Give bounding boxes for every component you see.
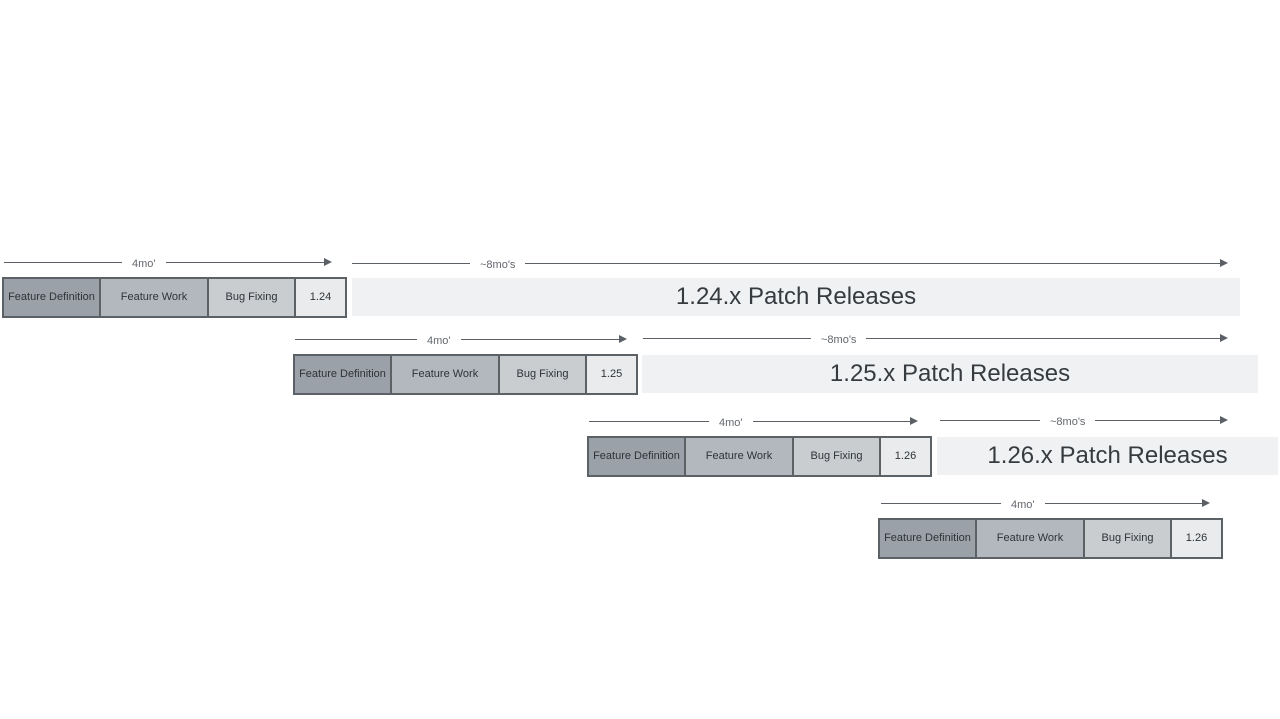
phase-box-feature-work: Feature Work: [99, 277, 209, 318]
phase-boxes-1-26: Feature Definition Feature Work Bug Fixi…: [587, 436, 932, 477]
arrow-line: [352, 262, 470, 264]
patch-duration-label: ~8mo's: [1050, 416, 1086, 428]
version-box: 1.24: [294, 277, 347, 318]
patch-duration-arrow-1-24: ~8mo's: [352, 255, 1228, 271]
patch-releases-bar-1-25: 1.25.x Patch Releases: [642, 355, 1258, 393]
patch-duration-label: ~8mo's: [821, 334, 857, 346]
arrow-line: [460, 338, 620, 340]
arrow-line: [295, 338, 417, 340]
arrowhead-right-icon: [619, 335, 627, 343]
dev-duration-label: 4mo': [427, 335, 451, 347]
arrow-line: [752, 420, 911, 422]
phase-box-feature-definition: Feature Definition: [293, 354, 392, 395]
arrow-line: [525, 262, 1221, 264]
dev-duration-label: 4mo': [719, 417, 743, 429]
phase-boxes-1-24: Feature Definition Feature Work Bug Fixi…: [2, 277, 347, 318]
arrowhead-right-icon: [1220, 259, 1228, 267]
dev-duration-arrow-1-25: 4mo': [295, 331, 627, 347]
phase-box-bug-fixing: Bug Fixing: [792, 436, 881, 477]
phase-box-feature-work: Feature Work: [390, 354, 500, 395]
patch-releases-bar-1-24: 1.24.x Patch Releases: [352, 278, 1240, 316]
patch-duration-label: ~8mo's: [480, 259, 516, 271]
arrow-line: [643, 337, 811, 339]
dev-duration-arrow-1-26: 4mo': [589, 413, 918, 429]
version-box: 1.26: [1170, 518, 1223, 559]
patch-releases-bar-1-26: 1.26.x Patch Releases: [937, 437, 1278, 475]
arrowhead-right-icon: [1202, 499, 1210, 507]
phase-box-bug-fixing: Bug Fixing: [498, 354, 587, 395]
dev-duration-arrow-next: 4mo': [881, 495, 1210, 511]
dev-duration-label: 4mo': [1011, 499, 1035, 511]
arrow-line: [881, 502, 1001, 504]
patch-duration-arrow-1-26: ~8mo's: [940, 412, 1228, 428]
phase-box-feature-work: Feature Work: [975, 518, 1085, 559]
version-box: 1.26: [879, 436, 932, 477]
version-box: 1.25: [585, 354, 638, 395]
phase-box-feature-definition: Feature Definition: [878, 518, 977, 559]
phase-box-feature-work: Feature Work: [684, 436, 794, 477]
dev-duration-arrow-1-24: 4mo': [4, 254, 332, 270]
arrow-line: [940, 419, 1040, 421]
patch-duration-arrow-1-25: ~8mo's: [643, 330, 1228, 346]
arrowhead-right-icon: [324, 258, 332, 266]
phase-box-feature-definition: Feature Definition: [587, 436, 686, 477]
arrow-line: [1095, 419, 1221, 421]
arrowhead-right-icon: [910, 417, 918, 425]
arrow-line: [165, 261, 325, 263]
arrow-line: [1044, 502, 1203, 504]
phase-boxes-next: Feature Definition Feature Work Bug Fixi…: [878, 518, 1223, 559]
phase-box-bug-fixing: Bug Fixing: [207, 277, 296, 318]
arrow-line: [4, 261, 122, 263]
arrowhead-right-icon: [1220, 416, 1228, 424]
phase-box-bug-fixing: Bug Fixing: [1083, 518, 1172, 559]
phase-box-feature-definition: Feature Definition: [2, 277, 101, 318]
arrow-line: [866, 337, 1221, 339]
arrow-line: [589, 420, 709, 422]
dev-duration-label: 4mo': [132, 258, 156, 270]
arrowhead-right-icon: [1220, 334, 1228, 342]
phase-boxes-1-25: Feature Definition Feature Work Bug Fixi…: [293, 354, 638, 395]
